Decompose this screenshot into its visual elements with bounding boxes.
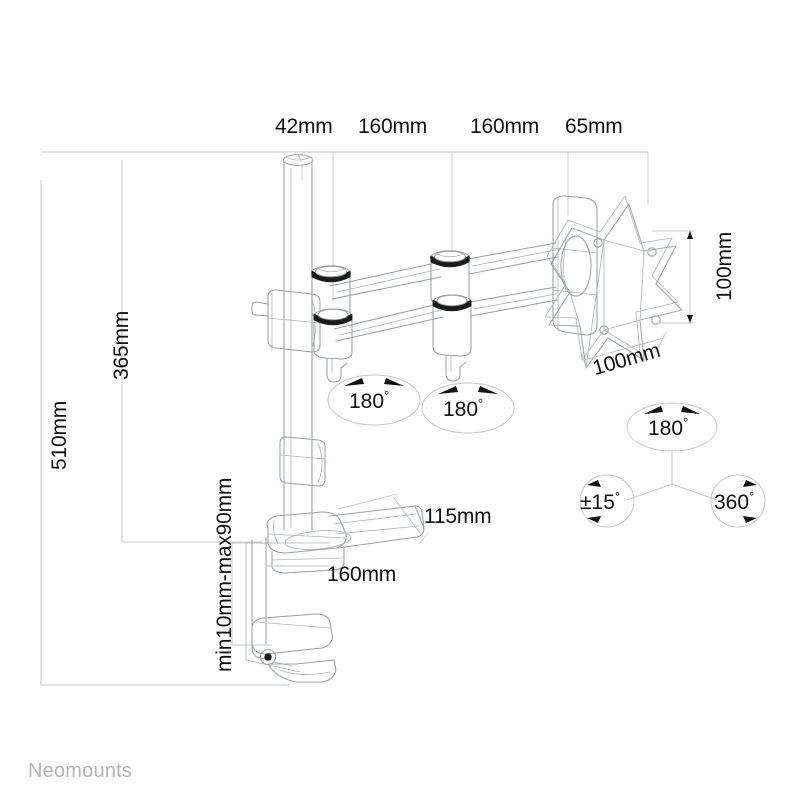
degree-symbol-icon: ° bbox=[614, 489, 621, 504]
pole-pivot-collar bbox=[251, 289, 321, 353]
vertical-pole bbox=[283, 154, 313, 531]
vesa-dimension-lines bbox=[581, 230, 694, 369]
left-dimension-network bbox=[40, 151, 302, 686]
dimension-label-65mm: 65mm bbox=[565, 115, 623, 138]
motion-value-head-rotate: 180 bbox=[648, 417, 684, 440]
plus-minus-icon: ± bbox=[580, 491, 592, 514]
degree-symbol-icon: ° bbox=[478, 396, 484, 411]
pivot-joint-upper-mid bbox=[430, 250, 470, 307]
pole-collar bbox=[279, 436, 326, 487]
degree-symbol-icon: ° bbox=[749, 489, 755, 504]
motion-label-head-rotate: 180° bbox=[648, 415, 688, 441]
motion-label-arm-joint-1: 180° bbox=[349, 388, 389, 414]
dimension-label-160mm-upper-arm: 160mm bbox=[358, 115, 428, 138]
motion-callout-head-swivel bbox=[710, 474, 766, 528]
dimension-label-115mm: 115mm bbox=[424, 505, 492, 528]
head-tilt-housing bbox=[552, 195, 598, 336]
motion-value-head-swivel: 360 bbox=[714, 491, 750, 514]
motion-value-arm-joint-2: 180 bbox=[443, 398, 479, 421]
base-dimension-lines bbox=[266, 493, 429, 567]
dimension-label-365mm: 365mm bbox=[110, 310, 133, 380]
degree-symbol-icon: ° bbox=[683, 415, 689, 430]
dimension-label-160mm-lower-arm: 160mm bbox=[470, 115, 540, 138]
desk-clamp-base bbox=[245, 505, 425, 683]
pivot-joint-lower-mid bbox=[432, 294, 472, 382]
motion-callout-head-tilt bbox=[579, 474, 635, 528]
motion-label-head-swivel: 360° bbox=[714, 489, 754, 515]
dimension-label-clamp-range: min10mm-max90mm bbox=[213, 477, 236, 672]
dimension-label-vesa-height-100mm: 100mm bbox=[713, 231, 736, 301]
dimension-label-510mm: 510mm bbox=[48, 400, 71, 470]
brand-logo-text: Neomounts bbox=[28, 760, 133, 782]
top-dimension-chain bbox=[301, 151, 649, 300]
motion-value-head-tilt: 15 bbox=[591, 491, 615, 514]
motion-label-head-tilt: ±15° bbox=[580, 489, 620, 515]
motion-callout-head-rotate bbox=[626, 402, 718, 501]
degree-symbol-icon: ° bbox=[384, 388, 390, 403]
motion-callout-arm-joint-1 bbox=[327, 374, 421, 426]
motion-callout-arm-joint-2 bbox=[421, 382, 515, 434]
pivot-joint-lower-left bbox=[313, 308, 353, 383]
dimension-label-160mm-base: 160mm bbox=[327, 563, 397, 586]
dimension-label-42mm: 42mm bbox=[275, 115, 333, 138]
motion-label-arm-joint-2: 180° bbox=[443, 396, 483, 422]
arm-segment-two bbox=[467, 242, 558, 317]
vesa-mounting-plate bbox=[544, 195, 683, 369]
motion-value-arm-joint-1: 180 bbox=[349, 390, 385, 413]
